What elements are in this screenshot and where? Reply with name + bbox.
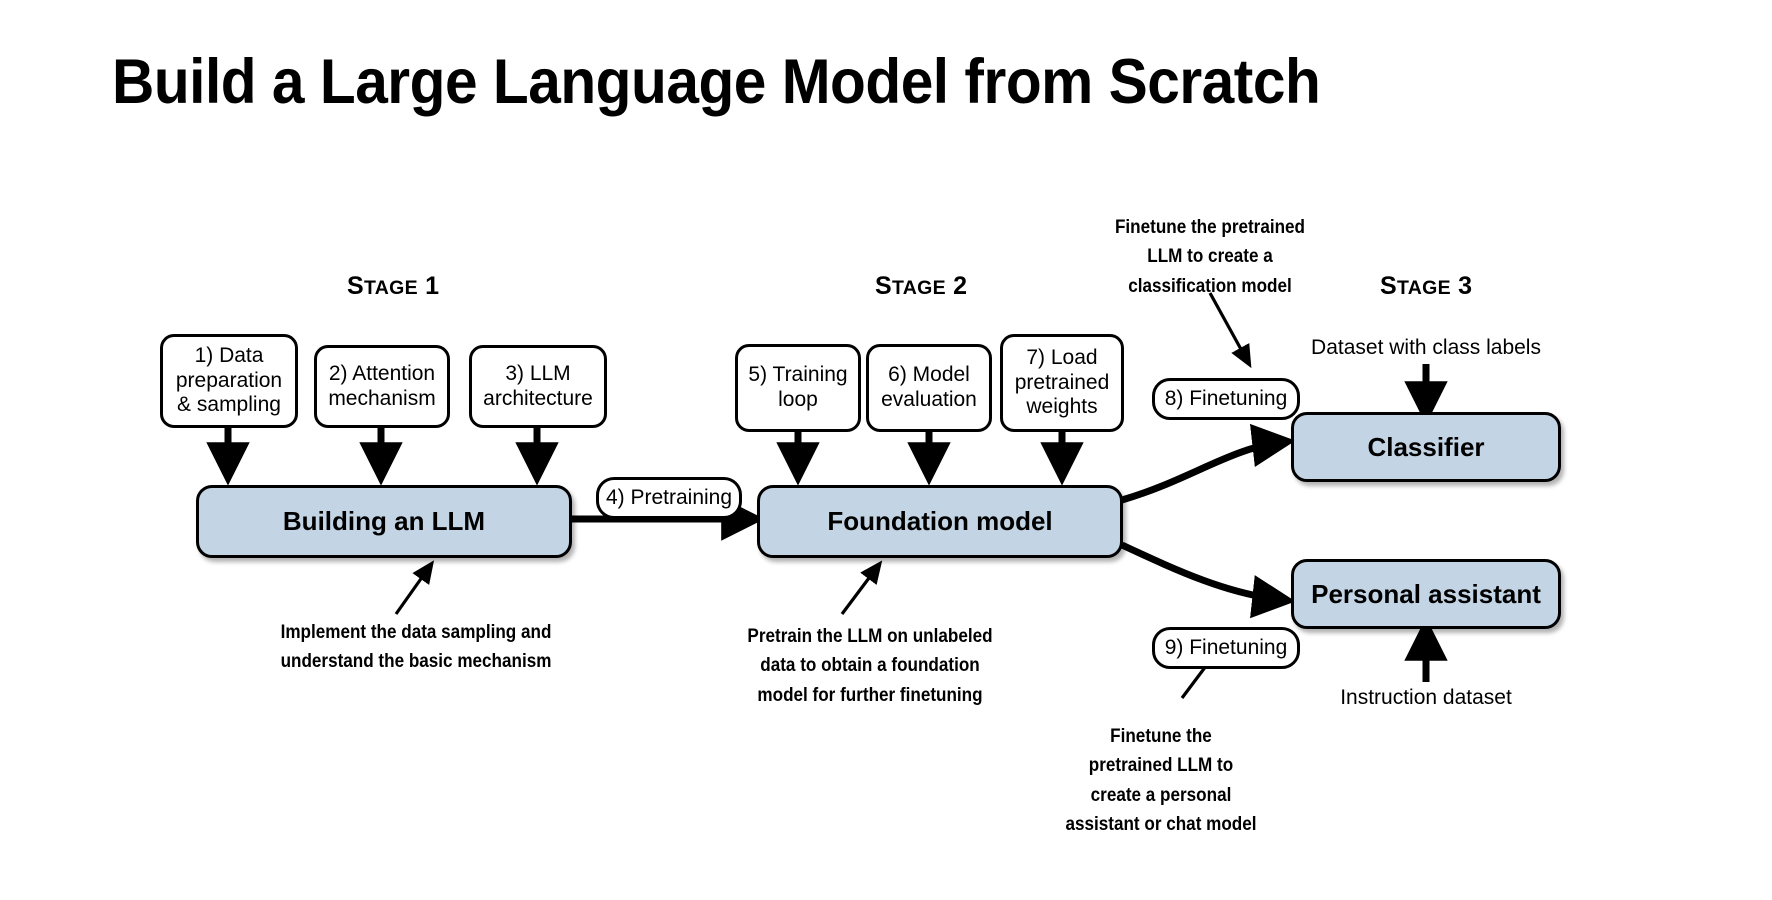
pill-box-finetuning-assistant[interactable]: 9) Finetuning [1152,627,1300,669]
stage-1-number: 1 [417,272,440,300]
pill-box-pretraining[interactable]: 4) Pretraining [596,477,742,519]
annotation-building-llm: Implement the data sampling and understa… [280,622,552,673]
stage-2-rest: TAGE [891,277,946,299]
pill-box-label: 8) Finetuning [1164,386,1288,410]
outcome-box-label: Foundation model [827,506,1053,536]
stage-3-first: S [1380,272,1397,300]
stage-3-rest: TAGE [1396,277,1451,299]
outcome-box-classifier[interactable]: Classifier [1291,412,1561,482]
stage-label-2: STAGE 2 [875,272,967,301]
pointer-annot-foundation [840,560,883,615]
step-box-llm-architecture[interactable]: 3) LLM architecture [469,345,607,428]
step-box-data-preparation[interactable]: 1) Data preparation & sampling [160,334,298,428]
page-title: Build a Large Language Model from Scratc… [112,47,1321,117]
caption-instruction-dataset: Instruction dataset [1340,686,1512,709]
stage-2-first: S [875,272,892,300]
step-box-label: 3) LLM architecture [483,361,593,410]
annotation-personal-assistant: Finetune the pretrained LLM to create a … [1065,726,1257,836]
outcome-box-label: Classifier [1367,431,1485,462]
stage-1-rest: TAGE [363,277,418,299]
annotation-classifier: Finetune the pretrained LLM to create a … [1114,217,1306,297]
outcome-box-label: Building an LLM [282,506,486,536]
pill-box-finetuning-classifier[interactable]: 8) Finetuning [1152,378,1300,420]
stage-2-number: 2 [945,272,968,300]
caption-dataset-class-labels: Dataset with class labels [1311,336,1541,359]
pill-box-label: 4) Pretraining [605,485,733,509]
step-box-attention-mechanism[interactable]: 2) Attention mechanism [314,345,450,428]
pointer-annot-classifier [1208,292,1252,369]
arrow-foundation-to-classifier [1121,423,1296,504]
step-box-load-pretrained-weights[interactable]: 7) Load pretrained weights [1000,334,1124,432]
step-box-training-loop[interactable]: 5) Training loop [735,344,861,432]
stage-label-1: STAGE 1 [347,272,439,301]
step-box-label: 7) Load pretrained weights [1014,345,1110,419]
arrow-foundation-to-assistant [1120,541,1296,619]
annotation-foundation-model: Pretrain the LLM on unlabeled data to ob… [747,626,993,706]
outcome-box-personal-assistant[interactable]: Personal assistant [1291,559,1561,629]
step-box-label: 6) Model evaluation [881,363,977,411]
outcome-box-building-an-llm[interactable]: Building an LLM [196,485,572,558]
stage-3-number: 3 [1450,272,1473,300]
stage-1-first: S [347,272,364,300]
outcome-box-label: Personal assistant [1311,578,1541,609]
step-box-label: 1) Data preparation & sampling [175,343,283,417]
outcome-box-foundation-model[interactable]: Foundation model [757,485,1123,558]
pill-box-label: 9) Finetuning [1164,635,1288,659]
step-box-label: 5) Training loop [748,363,848,411]
step-box-model-evaluation[interactable]: 6) Model evaluation [866,344,992,432]
pointer-annot-building-llm [394,560,435,615]
step-box-label: 2) Attention mechanism [328,361,436,410]
stage-label-3: STAGE 3 [1380,272,1472,301]
